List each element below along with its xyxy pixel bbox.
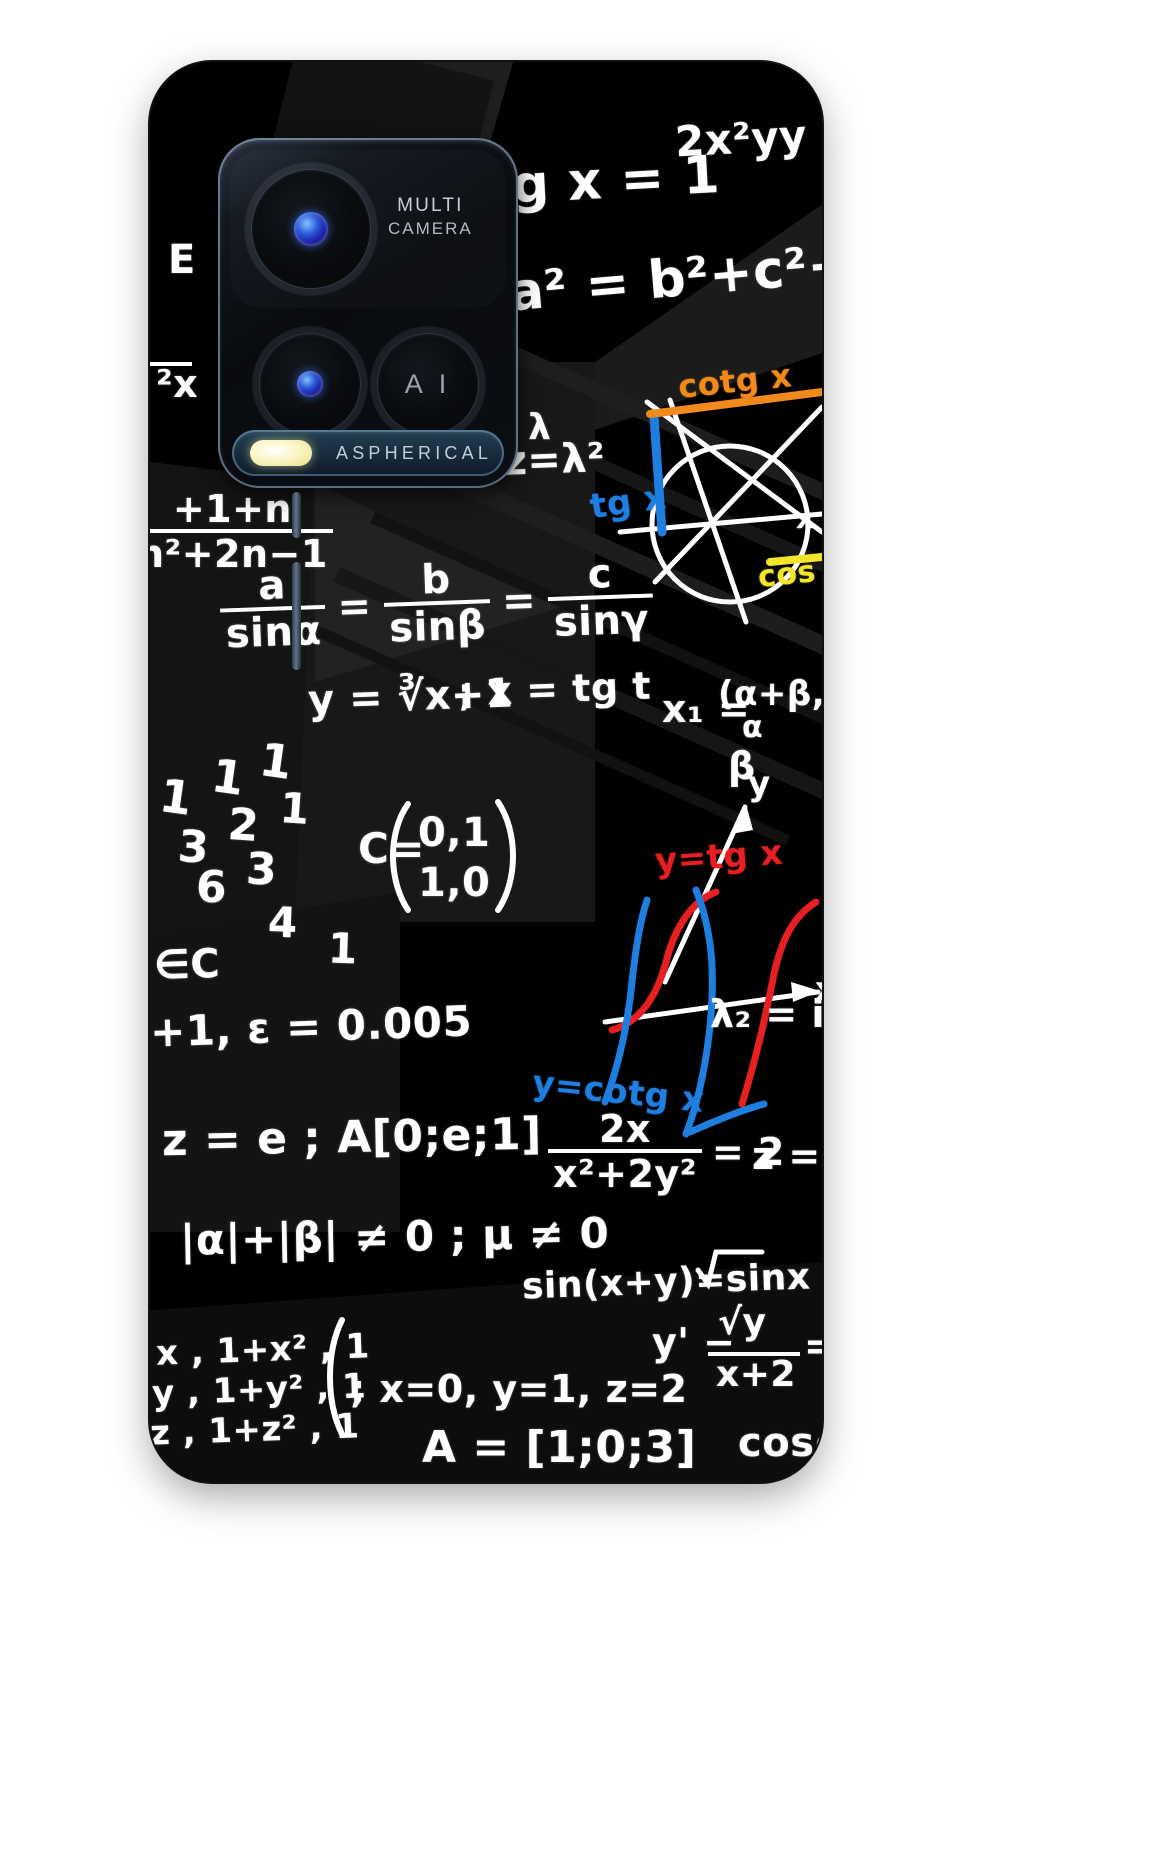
formula-matrix-values: ; x=0, y=1, z=2 [350, 1367, 688, 1411]
lens-glass-reflection [294, 212, 328, 246]
formula-alpha-beta: (α+β, [718, 674, 822, 714]
label-cos: cos [756, 554, 818, 595]
formula-law-of-sines: a sinα = b sinβ = c sinγ [219, 550, 655, 657]
label-tg-x: tg x [587, 476, 669, 528]
label-axis-x: x [815, 970, 822, 1008]
ai-camera-lens-icon: A I [378, 334, 478, 434]
formula-y-prime-lhs: y' − [652, 1320, 736, 1364]
formula-lambda2: λ₂ = i [710, 992, 822, 1036]
scattered-number: 1 [278, 783, 312, 834]
formula-matrix-row3: z , 1+z² , 1 [150, 1406, 361, 1454]
sine-rule-c-den: sinγ [547, 593, 655, 646]
frac-2x-equals: = 2 [711, 1129, 785, 1174]
sine-rule-b-num: b [420, 556, 452, 604]
multi-camera-line2: CAMERA [388, 218, 473, 238]
scattered-number: 6 [195, 861, 229, 914]
formula-y-prime-equals: = [804, 1324, 822, 1368]
sine-rule-c-num: c [586, 550, 613, 598]
multi-camera-branding: MULTI CAMERA [388, 194, 473, 239]
formula-series-fraction: +1+n n²+2n−1 [150, 490, 333, 574]
secondary-camera-lens-icon [260, 334, 360, 434]
formula-beta: β [728, 744, 756, 788]
formula-z-e-A: z = e ; A[0;e;1] [161, 1108, 543, 1167]
multi-camera-line1: MULTI [397, 195, 464, 216]
sheen-lower-left [150, 892, 400, 1232]
formula-fraction-2x: 2x x²+2y² = 2 [548, 1110, 785, 1194]
equals-sign: = [501, 577, 537, 625]
fraction-bar [150, 362, 192, 366]
scattered-number: 1 [327, 923, 359, 974]
formula-x1: x₁ = [662, 687, 751, 731]
equals-sign: = [336, 583, 373, 631]
formula-y-prime-num: √y [718, 1302, 767, 1343]
frac-2x-numerator: 2x [598, 1107, 651, 1151]
label-axis-y: y [748, 764, 771, 804]
formula-z-equals: z = [752, 1134, 821, 1178]
formula-in-C: ∈C [153, 940, 222, 990]
power-button[interactable] [292, 562, 301, 670]
main-camera-lens-icon [252, 170, 370, 288]
ai-label: A I [404, 368, 452, 399]
frac-2x-denominator: x²+2y² [548, 1148, 702, 1194]
formula-epsilon: +1, ε = 0.005 [150, 996, 473, 1057]
formula-y-prime-den: x+2 [716, 1354, 796, 1395]
phone-back-cover: 2x²yy otg x = 1 a² = b²+c²−2 E ²x =1 z =… [150, 62, 822, 1482]
formula-x-equals-tgt: ; x = tg t [457, 663, 652, 715]
y-prime-fraction-bar [708, 1352, 800, 1356]
flash-led-icon [250, 440, 312, 466]
formula-A-vector: A = [1;0;3] [422, 1422, 697, 1473]
volume-button[interactable] [292, 492, 301, 538]
formula-partial-2x: ²x [156, 362, 199, 406]
flash-and-lens-label-bar: ASPHERICAL [232, 430, 504, 476]
series-numerator: +1+n [172, 487, 292, 531]
formula-alpha: α [742, 710, 764, 745]
scattered-number: 3 [245, 843, 279, 896]
aspherical-label: ASPHERICAL [336, 442, 493, 463]
formula-cos-phi: cosφ [738, 1420, 822, 1466]
formula-abs-alpha-beta: |α|+|β| ≠ 0 ; μ ≠ 0 [179, 1208, 610, 1265]
formula-partial-E: E [168, 237, 196, 283]
sine-rule-a-num: a [257, 562, 287, 610]
lens-glass-reflection [297, 371, 323, 397]
formula-matrix-C-label: C= [358, 824, 426, 873]
formula-matrix-C-row1: 0,1 [418, 810, 491, 856]
formula-matrix-C-row2: 1,0 [418, 860, 491, 906]
label-curve-tg: y=tg x [653, 832, 785, 882]
sine-rule-b-den: sinβ [383, 598, 492, 651]
label-circle-x-axis: x [796, 502, 815, 535]
camera-module: MULTI CAMERA A I ASPHERICAL [218, 138, 518, 488]
sine-rule-a-den: sinα [220, 604, 328, 657]
scattered-number: 4 [267, 897, 299, 948]
